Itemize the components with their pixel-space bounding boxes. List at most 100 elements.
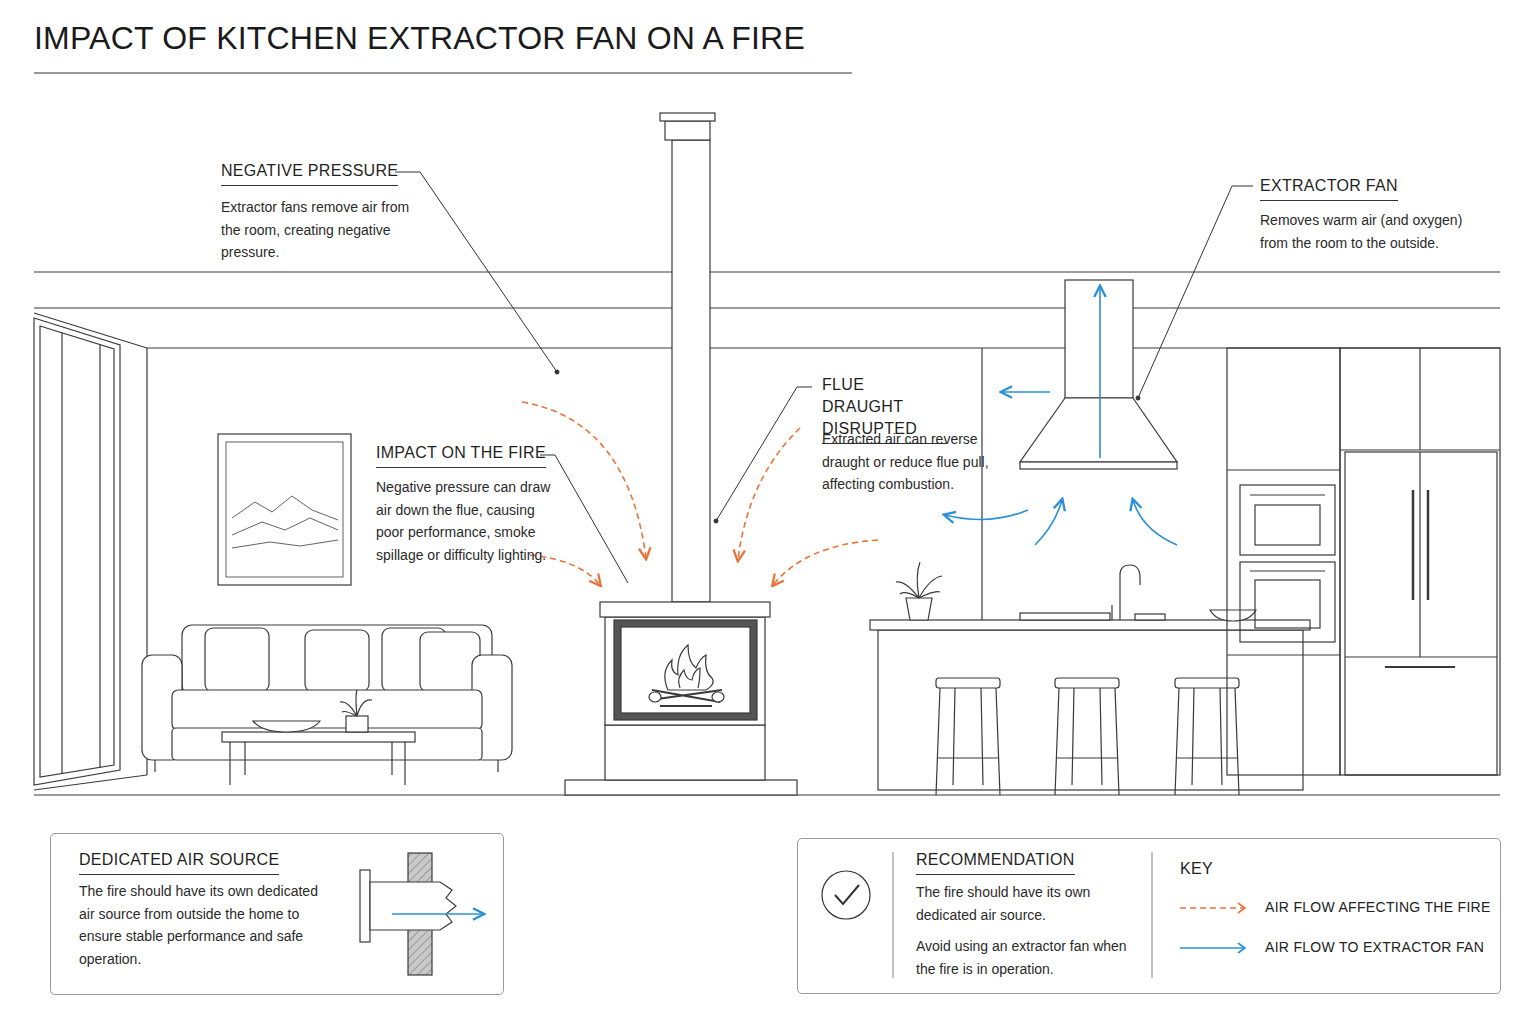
extractor-airflow-arrows-part — [1002, 391, 1050, 393]
wall-vent-icon-part — [370, 882, 456, 930]
sofa — [142, 625, 512, 772]
leader-lines-part — [540, 455, 628, 583]
wall-picture — [218, 434, 351, 585]
coffee-table-part — [340, 690, 372, 716]
kitchen-cabinets-part — [1340, 449, 1500, 450]
sofa-part — [420, 632, 480, 692]
bar-stools-part — [1055, 678, 1119, 688]
room-outline-part — [34, 271, 1500, 272]
box-text-wrap: RECOMMENDATION — [916, 849, 1075, 875]
box-text-wrap: The fire should have its own dedicated a… — [916, 881, 1136, 926]
callout-text-wrap: Negative pressure can draw air down the … — [376, 476, 564, 566]
kitchen-cabinets-part — [1227, 348, 1340, 775]
extractor-hood-part — [1065, 280, 1133, 398]
stove-part — [614, 620, 757, 720]
leader-lines-part — [714, 519, 718, 523]
sofa-part — [305, 630, 369, 692]
kitchen-cabinets-part — [1419, 452, 1420, 657]
stove-part — [650, 690, 722, 706]
callout-heading-wrap: NEGATIVE PRESSURE — [221, 160, 398, 186]
wall-vent-icon-part — [392, 913, 483, 915]
kitchen-cabinets-part — [1385, 666, 1455, 668]
kitchen-island-part — [1111, 605, 1112, 620]
leader-lines-part — [1136, 396, 1140, 400]
room-outline-part — [34, 307, 1500, 308]
chimney-flue — [660, 113, 715, 602]
stove-part — [605, 725, 765, 780]
box-text: Avoid using an extractor fan when the fi… — [916, 935, 1128, 980]
callout-text: Negative pressure can draw air down the … — [376, 476, 564, 566]
bar-stools-part — [936, 678, 1000, 688]
title-rule — [34, 73, 852, 74]
kitchen-cabinets-part — [1427, 490, 1430, 600]
leader-lines-part — [1138, 186, 1253, 398]
kitchen-cabinets-part — [1250, 494, 1325, 495]
extractor-hood — [1020, 280, 1177, 469]
coffee-table-part — [391, 742, 392, 775]
bar-stools-part — [936, 688, 940, 795]
callout-heading: IMPACT ON THE FIRE — [376, 442, 546, 468]
extractor-hood-part — [1020, 398, 1177, 462]
coffee-table-part — [346, 716, 368, 732]
legend-arrowhead — [1238, 903, 1245, 913]
window — [34, 318, 120, 785]
stove-part — [665, 645, 713, 690]
kitchen-cabinets-part — [1255, 505, 1320, 545]
leader-lines-part — [395, 172, 557, 372]
kitchen-island — [870, 562, 1310, 790]
recommendation-decor-part — [892, 852, 893, 978]
box-heading: RECOMMENDATION — [916, 849, 1075, 875]
diagram-title: IMPACT OF KITCHEN EXTRACTOR FAN ON A FIR… — [34, 20, 805, 57]
stove-part — [600, 602, 770, 617]
stove-part — [621, 627, 750, 713]
stove-part — [605, 617, 765, 725]
kitchen-island-part — [878, 630, 1303, 790]
coffee-table-part — [244, 742, 245, 775]
kitchen-cabinets-part — [1227, 654, 1340, 655]
coffee-table-part — [222, 732, 415, 742]
wall-picture-part — [226, 442, 343, 577]
wall-picture-part — [232, 496, 338, 520]
bar-stools-part — [1192, 688, 1194, 785]
extractor-hood-part — [1020, 462, 1177, 469]
bar-stools-part — [1235, 688, 1239, 795]
leader-lines-part — [555, 370, 559, 374]
bar-stools-part — [938, 757, 998, 758]
kitchen-cabinets-part — [1240, 485, 1335, 555]
chimney-flue-part — [665, 121, 710, 140]
wall-vent-icon — [360, 853, 483, 975]
legend-arrowhead — [1238, 943, 1245, 953]
kitchen-island-part — [1020, 613, 1110, 620]
kitchen-cabinets-part — [1255, 580, 1320, 628]
room-outline-part — [34, 313, 147, 348]
kitchen-island-part — [1120, 565, 1140, 620]
extractor-airflow-arrows-part — [1133, 500, 1177, 545]
kitchen-cabinets-part — [1412, 490, 1415, 600]
kitchen-island-part — [1135, 614, 1165, 620]
wall-vent-icon-part — [360, 870, 370, 942]
callout-text-wrap: Extracted air can reverse draught or red… — [822, 428, 994, 496]
kitchen-cabinets-part — [1227, 469, 1340, 470]
stove-part — [649, 692, 661, 702]
extractor-airflow-arrows-part — [945, 510, 1028, 519]
kitchen-island-part — [896, 562, 942, 598]
box-text: The fire should have its own dedicated a… — [79, 880, 319, 970]
stove — [565, 602, 797, 795]
bar-stools-part — [1100, 688, 1102, 785]
window-part — [61, 333, 62, 774]
chimney-flue-part — [660, 113, 715, 121]
legend-line — [1180, 907, 1244, 909]
callout-heading: NEGATIVE PRESSURE — [221, 160, 398, 186]
wall-picture-part — [218, 434, 351, 585]
bar-stools-part — [996, 688, 1000, 795]
bar-stools-part — [1175, 688, 1179, 795]
recommendation-decor-part — [822, 871, 870, 919]
fire-airflow-arrows-part — [738, 428, 800, 560]
room-outline-part — [981, 348, 982, 620]
sofa-part — [154, 760, 155, 772]
room-outline — [34, 272, 1500, 795]
recommendation-box: RECOMMENDATION The fire should have its o… — [797, 838, 1501, 994]
bar-stools-part — [1220, 688, 1222, 785]
